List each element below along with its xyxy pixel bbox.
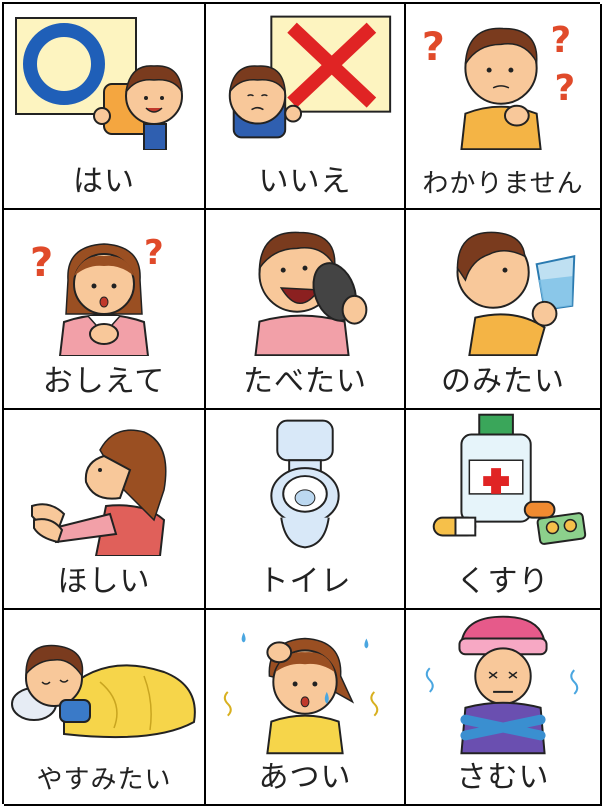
svg-text:?: ? — [554, 68, 575, 109]
card-teach-me[interactable]: ? ? おしえて — [4, 210, 206, 410]
card-label: ほしい — [57, 564, 151, 599]
eating-boy-icon — [254, 231, 368, 356]
card-medicine[interactable]: くすり — [406, 410, 602, 610]
card-yes[interactable]: はい — [4, 4, 206, 210]
asking-girl-icon: ? ? — [30, 233, 164, 356]
card-label: はい — [73, 164, 135, 199]
card-label: トイレ — [258, 564, 352, 599]
cold-boy-icon — [425, 615, 579, 755]
no-cross-sign-icon — [228, 15, 392, 139]
card-label: わかりません — [422, 169, 584, 199]
card-want[interactable]: ほしい — [4, 410, 206, 610]
card-toilet[interactable]: トイレ — [206, 410, 406, 610]
card-want-to-drink[interactable]: のみたい — [406, 210, 602, 410]
card-hot[interactable]: あつい — [206, 610, 406, 806]
card-want-to-eat[interactable]: たべたい — [206, 210, 406, 410]
card-label: いいえ — [258, 164, 352, 199]
toilet-icon — [270, 419, 340, 549]
card-label: やすみたい — [36, 765, 172, 795]
svg-text:?: ? — [144, 233, 164, 273]
svg-text:?: ? — [551, 20, 572, 61]
card-label: たべたい — [243, 364, 367, 399]
card-label: さむい — [456, 760, 550, 795]
card-label: のみたい — [441, 364, 565, 399]
card-cold[interactable]: さむい — [406, 610, 602, 806]
svg-text:?: ? — [30, 240, 53, 286]
confused-boy-icon: ? ? ? — [422, 20, 575, 150]
card-dont-understand[interactable]: ? ? ? わかりません — [406, 4, 602, 210]
card-label: おしえて — [42, 364, 166, 399]
sleeping-boy-icon — [11, 644, 196, 739]
wanting-hands-icon — [31, 429, 167, 556]
svg-text:?: ? — [422, 24, 445, 70]
hot-girl-icon — [223, 632, 379, 755]
card-label: くすり — [456, 564, 550, 599]
card-want-to-rest[interactable]: やすみたい — [4, 610, 206, 806]
card-no[interactable]: いいえ — [206, 4, 406, 210]
drinking-boy-icon — [456, 231, 576, 356]
medicine-icon — [432, 413, 587, 545]
yes-circle-sign-icon — [15, 17, 183, 150]
card-label: あつい — [258, 760, 352, 795]
